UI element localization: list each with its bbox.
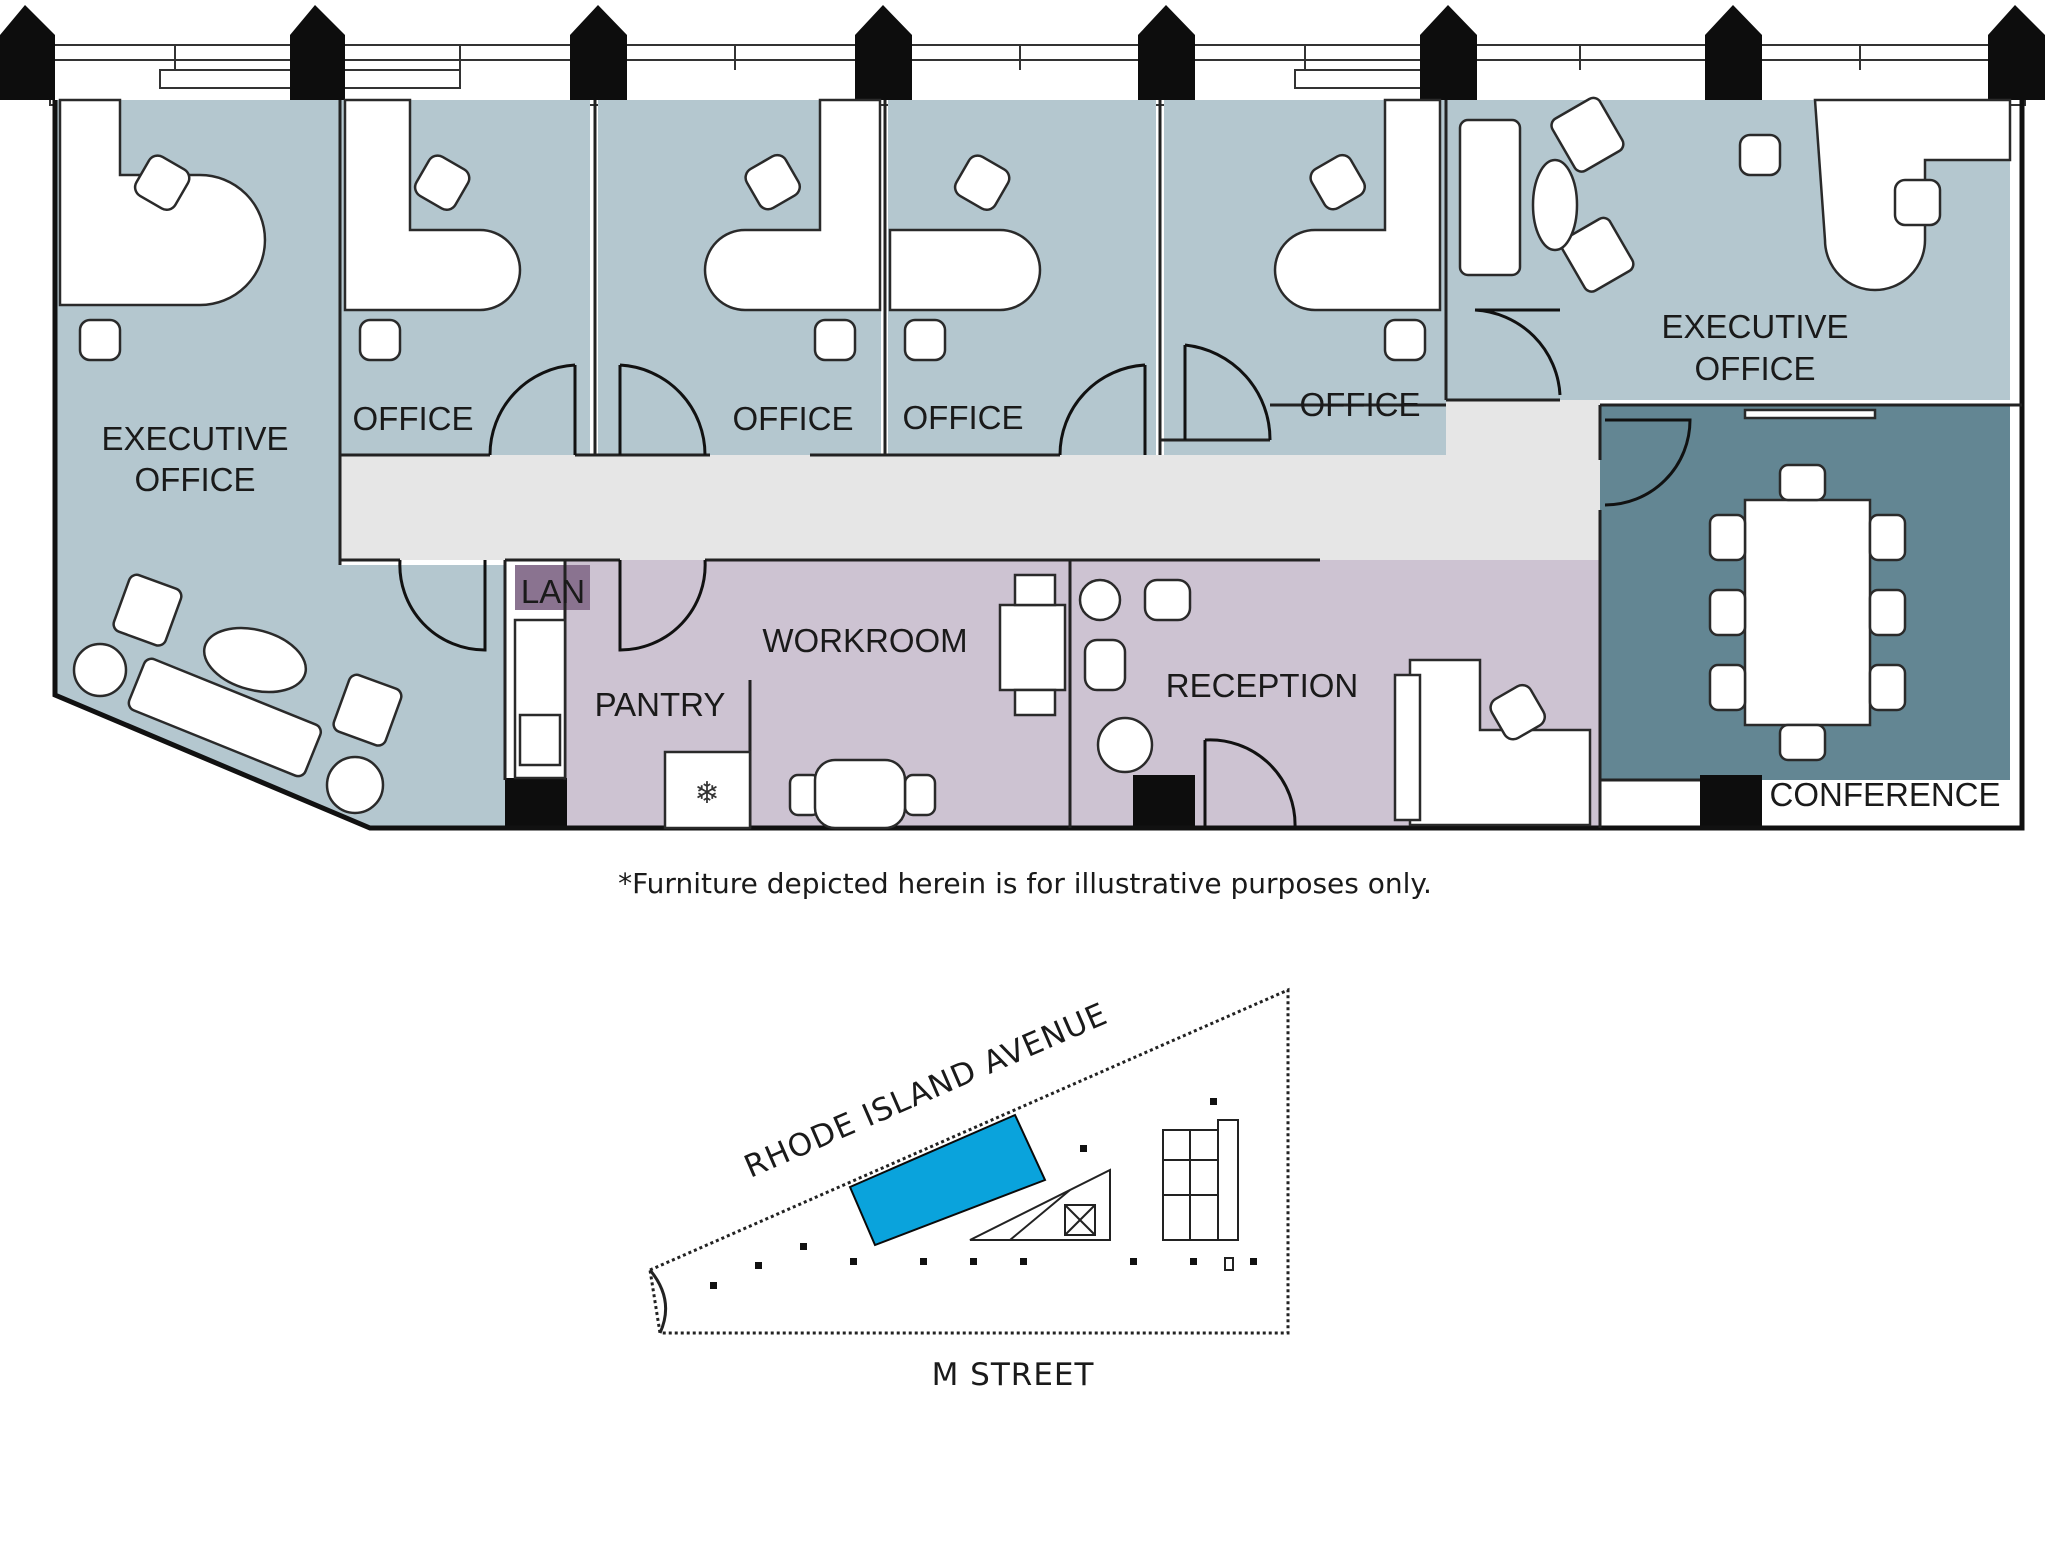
sink-icon: [513, 618, 567, 780]
building-core: [969, 1119, 1239, 1271]
executive-office-left-label-1: EXECUTIVE: [101, 420, 288, 457]
south-street-label: M STREET: [932, 1357, 1095, 1393]
office-3-label: OFFICE: [903, 399, 1024, 436]
corridor-area: [340, 400, 1600, 560]
sofa-icon: [112, 96, 1635, 778]
lan-label: LAN: [521, 573, 585, 610]
lan-area: [515, 565, 590, 610]
plant-icon: [72, 578, 1154, 815]
building-west-curve: [648, 1269, 668, 1334]
workroom-table: [813, 758, 907, 830]
building-columns: [710, 1098, 1257, 1289]
column-icon: [0, 5, 2045, 830]
executive-office-right-label-2: OFFICE: [1695, 350, 1816, 387]
workroom-label: WORKROOM: [762, 622, 967, 659]
office-4-label: OFFICE: [1300, 386, 1421, 423]
office-2-label: OFFICE: [733, 400, 854, 437]
executive-office-right-label-1: EXECUTIVE: [1661, 308, 1848, 345]
office-1-label: OFFICE: [353, 400, 474, 437]
pantry-label: PANTRY: [595, 686, 726, 723]
furniture-disclaimer: *Furniture depicted herein is for illust…: [618, 867, 1432, 900]
conference-label: CONFERENCE: [1769, 776, 2000, 813]
svg-text:❄: ❄: [694, 776, 719, 811]
room-labels: EXECUTIVE OFFICE OFFICE OFFICE OFFICE OF…: [101, 308, 2000, 813]
suite-highlight: [848, 1113, 1047, 1247]
executive-office-left-label-2: OFFICE: [135, 461, 256, 498]
furniture: ❄: [58, 96, 2012, 830]
refrigerator-icon: ❄: [663, 750, 752, 830]
reception-label: RECEPTION: [1166, 667, 1359, 704]
door-swing-icon: [398, 308, 1692, 830]
key-plan: RHODE ISLAND AVENUE M STREET: [648, 987, 1290, 1393]
conference-table: [1708, 408, 1907, 762]
copier-icon: [998, 573, 1067, 717]
